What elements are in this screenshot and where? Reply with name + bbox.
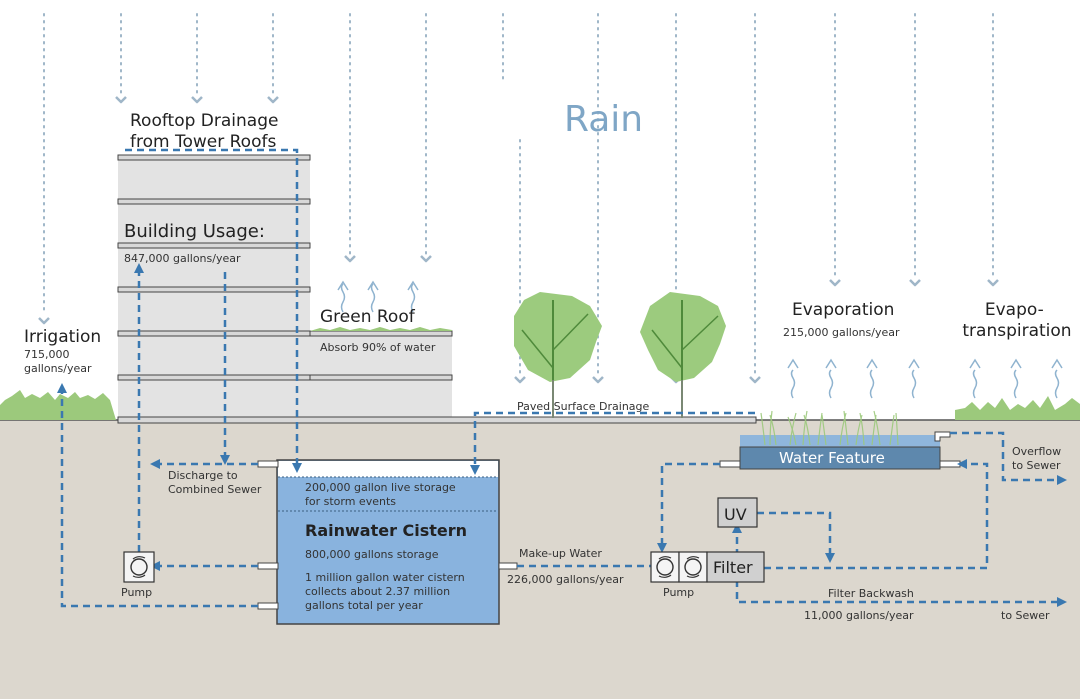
pipe-stub bbox=[934, 431, 951, 442]
chevron-down-icon bbox=[38, 317, 50, 325]
chevron-down-icon bbox=[191, 96, 203, 104]
flow-uv-out bbox=[757, 511, 835, 563]
rainwater-cistern bbox=[276, 459, 500, 625]
wavy-up-arrow-icon bbox=[908, 358, 920, 399]
wavy-up-arrow-icon bbox=[969, 358, 981, 399]
pipe-stub bbox=[939, 460, 961, 468]
wavy-up-arrow-icon bbox=[407, 280, 419, 313]
evapotranspiration-label: Evapo- transpiration bbox=[962, 300, 1071, 341]
chevron-down-icon bbox=[592, 376, 604, 384]
flow-lines bbox=[57, 148, 1067, 608]
overflow-label: Overflow to Sewer bbox=[1012, 445, 1065, 472]
building-usage-label: Building Usage: bbox=[124, 221, 265, 242]
green-roof-block bbox=[309, 327, 453, 420]
chevron-down-icon bbox=[115, 96, 127, 104]
irrigation-label: Irrigation bbox=[24, 327, 101, 347]
filter-backwash-label: Filter Backwash bbox=[828, 587, 914, 600]
discharge-label: Discharge to Combined Sewer bbox=[168, 469, 262, 496]
pipe-stub bbox=[719, 460, 741, 468]
water-feature bbox=[739, 410, 941, 470]
filter-label: Filter bbox=[713, 558, 753, 577]
pump-icon bbox=[650, 551, 680, 583]
cistern-note: 1 million gallon water cistern collects … bbox=[305, 571, 468, 612]
filter-box bbox=[706, 551, 765, 583]
wavy-up-arrow-icon bbox=[787, 358, 799, 399]
pipe-stub bbox=[257, 562, 279, 570]
flow-feature-to-pump bbox=[657, 462, 720, 553]
cistern-storage: 800,000 gallons storage bbox=[305, 548, 439, 561]
wavy-up-arrow-icon bbox=[367, 280, 379, 313]
flow-rooftop-drainage bbox=[125, 148, 302, 473]
wavy-up-arrow-icon bbox=[866, 358, 878, 399]
right-pump-label: Pump bbox=[663, 586, 694, 599]
chevron-down-icon bbox=[829, 279, 841, 287]
makeup-water-value: 226,000 gallons/year bbox=[507, 573, 624, 586]
grass-right bbox=[955, 396, 1080, 420]
paved-surface bbox=[117, 416, 757, 424]
filter-backwash-value: 11,000 gallons/year bbox=[804, 609, 914, 622]
flow-overflow bbox=[950, 431, 1067, 485]
pipe-stubs bbox=[257, 431, 961, 610]
rain-title: Rain bbox=[564, 99, 643, 140]
pipe-stub bbox=[257, 602, 279, 610]
tree bbox=[640, 292, 726, 418]
green-roof-label: Green Roof bbox=[320, 307, 416, 327]
flow-return-to-feature bbox=[764, 459, 989, 570]
pipe-stub bbox=[498, 562, 518, 570]
flow-irrigation bbox=[57, 383, 258, 608]
chevron-down-icon bbox=[514, 376, 526, 384]
tree bbox=[514, 292, 602, 418]
evaporation-value: 215,000 gallons/year bbox=[783, 326, 900, 339]
irrigation-value: 715,000 gallons/year bbox=[24, 348, 92, 375]
cistern-title: Rainwater Cistern bbox=[305, 521, 467, 540]
chevron-down-icon bbox=[749, 376, 761, 384]
to-sewer-label: to Sewer bbox=[1001, 609, 1050, 622]
evaporation-arrows bbox=[337, 280, 1063, 399]
chevron-down-icon bbox=[267, 96, 279, 104]
building-usage-value: 847,000 gallons/year bbox=[124, 252, 241, 265]
uv-box bbox=[717, 497, 758, 528]
pipe-stub bbox=[257, 460, 279, 468]
flow-paved-drainage bbox=[470, 411, 755, 475]
chevron-down-icon bbox=[987, 279, 999, 287]
wavy-up-arrow-icon bbox=[825, 358, 837, 399]
evaporation-label: Evaporation bbox=[792, 300, 894, 320]
green-roof-note: Absorb 90% of water bbox=[320, 341, 436, 354]
chevron-down-icon bbox=[909, 279, 921, 287]
chevron-down-icon bbox=[420, 255, 432, 263]
left-pump-label: Pump bbox=[121, 586, 152, 599]
cistern-live-storage: 200,000 gallon live storage for storm ev… bbox=[305, 481, 459, 508]
rooftop-drainage-label: Rooftop Drainage from Tower Roofs bbox=[130, 111, 284, 152]
wavy-up-arrow-icon bbox=[337, 280, 349, 313]
wavy-up-arrow-icon bbox=[1010, 358, 1022, 399]
paved-drainage-label: Paved Surface Drainage bbox=[517, 400, 650, 413]
grass-left bbox=[0, 390, 116, 420]
pump-icon bbox=[123, 551, 155, 583]
building-tower bbox=[117, 154, 311, 424]
uv-label: UV bbox=[724, 505, 747, 524]
wavy-up-arrow-icon bbox=[1051, 358, 1063, 399]
water-feature-label: Water Feature bbox=[779, 449, 885, 467]
makeup-water-label: Make-up Water bbox=[519, 547, 602, 560]
chevron-down-icon bbox=[344, 255, 356, 263]
pump-icon bbox=[678, 551, 708, 583]
